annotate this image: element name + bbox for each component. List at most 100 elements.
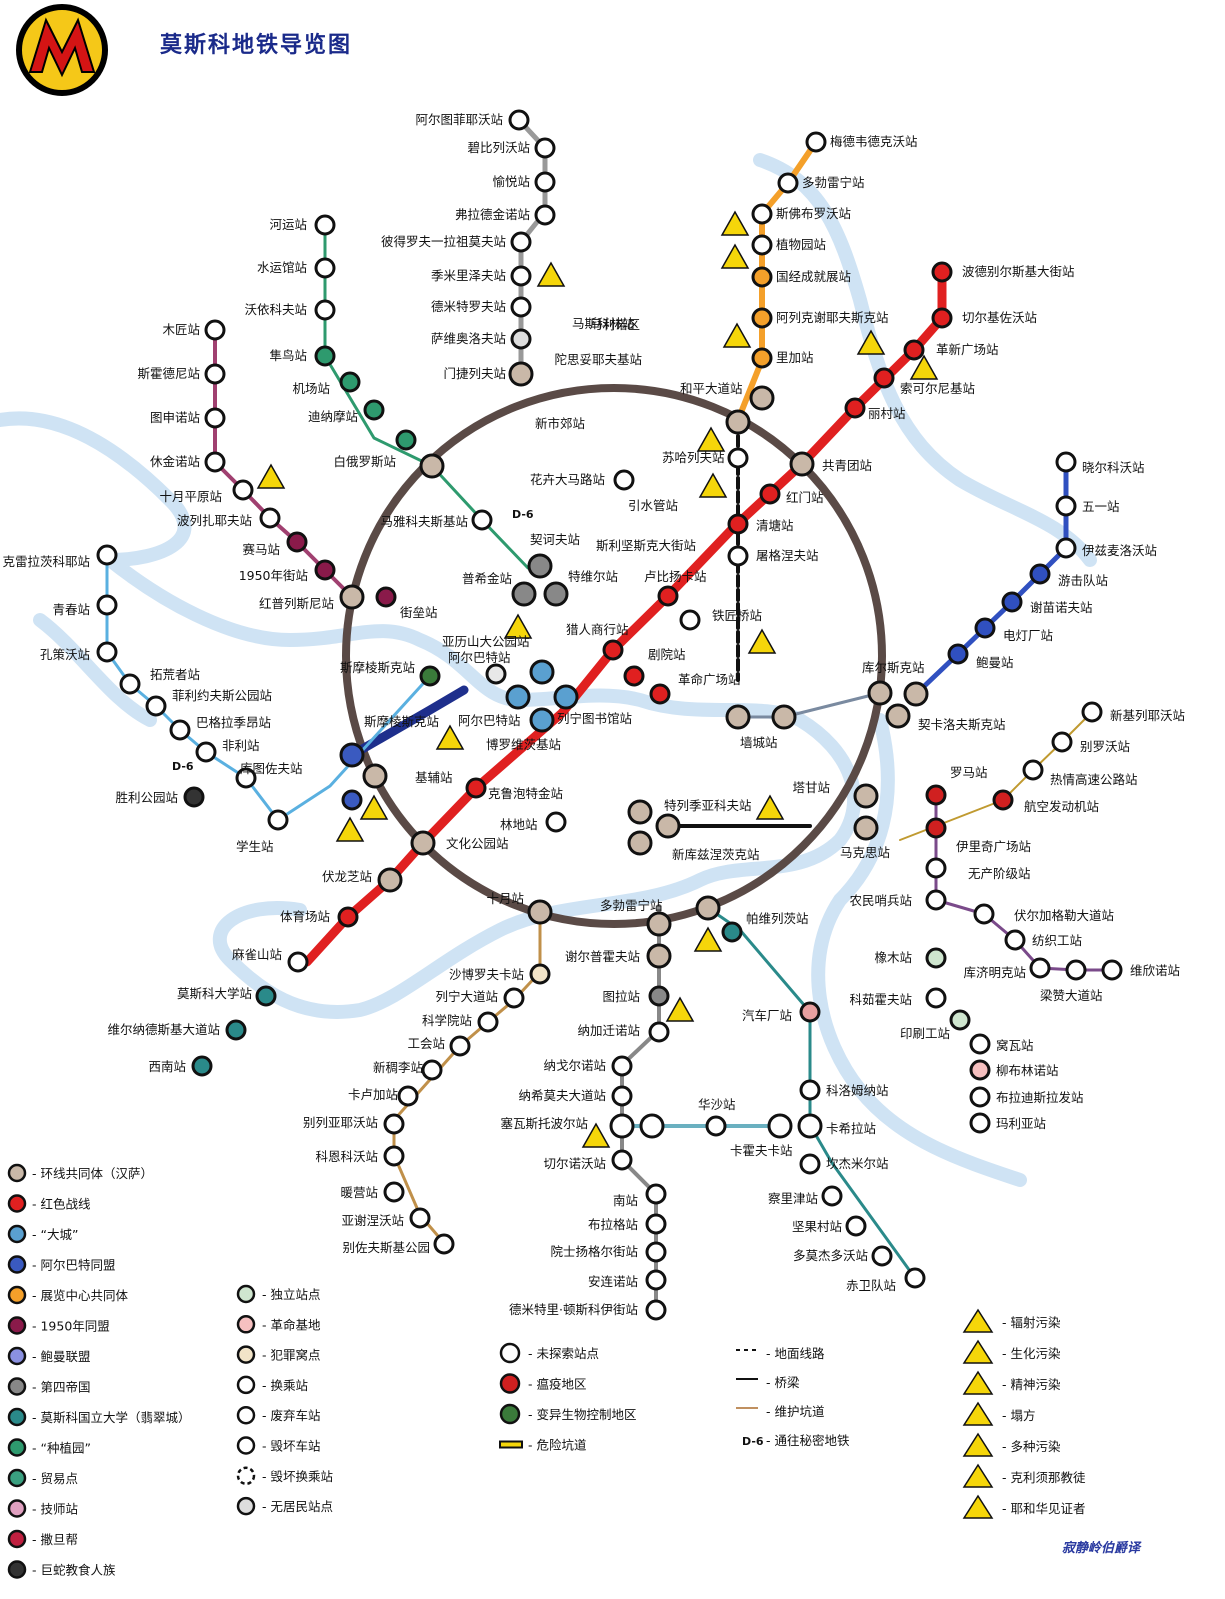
station-node[interactable] [191,1055,213,1077]
station-node[interactable] [232,479,254,501]
station-node[interactable] [873,367,895,389]
station-node[interactable] [183,786,205,808]
station-node[interactable] [1001,591,1023,613]
station-node[interactable] [646,911,672,937]
station-node[interactable] [751,234,773,256]
station-node[interactable] [925,889,947,911]
station-node[interactable] [925,987,947,1009]
station-node[interactable] [510,296,532,318]
station-node[interactable] [627,830,653,856]
station-node[interactable] [648,985,670,1007]
station-node[interactable] [433,1233,455,1255]
station-node[interactable] [925,947,947,969]
station-node[interactable] [992,789,1014,811]
station-node[interactable] [789,451,815,477]
station-node[interactable] [395,429,417,451]
station-node[interactable] [337,906,359,928]
station-node[interactable] [534,171,556,193]
station-node[interactable] [314,214,336,236]
station-node[interactable] [510,265,532,287]
station-node[interactable] [397,1085,419,1107]
station-node[interactable] [853,783,879,809]
station-node[interactable] [645,1183,667,1205]
station-node[interactable] [799,1001,821,1023]
station-node[interactable] [853,815,879,841]
station-node[interactable] [645,1269,667,1291]
station-node[interactable] [119,673,141,695]
station-node[interactable] [751,347,773,369]
station-node[interactable] [1065,959,1087,981]
station-node[interactable] [225,1019,247,1041]
station-node[interactable] [949,1009,971,1031]
station-node[interactable] [96,544,118,566]
station-node[interactable] [799,1153,821,1175]
station-node[interactable] [797,1113,823,1139]
station-node[interactable] [725,704,751,730]
station-node[interactable] [611,1085,633,1107]
station-node[interactable] [646,943,672,969]
station-node[interactable] [511,581,537,607]
station-node[interactable] [727,513,749,535]
station-node[interactable] [645,1241,667,1263]
station-node[interactable] [931,307,953,329]
station-node[interactable] [655,813,681,839]
station-node[interactable] [510,231,532,253]
station-node[interactable] [1055,537,1077,559]
station-node[interactable] [903,339,925,361]
station-node[interactable] [727,447,749,469]
station-node[interactable] [375,586,397,608]
station-node[interactable] [844,397,866,419]
station-node[interactable] [477,1011,499,1033]
station-node[interactable] [419,453,445,479]
station-node[interactable] [339,742,365,768]
station-node[interactable] [410,830,436,856]
station-node[interactable] [383,1145,405,1167]
station-node[interactable] [314,345,336,367]
station-node[interactable] [465,777,487,799]
station-node[interactable] [613,469,635,491]
station-node[interactable] [1055,451,1077,473]
station-node[interactable] [363,399,385,421]
station-node[interactable] [767,1113,793,1139]
station-node[interactable] [409,1207,431,1229]
station-node[interactable] [543,581,569,607]
station-node[interactable] [259,507,281,529]
station-node[interactable] [1051,731,1073,753]
station-node[interactable] [749,385,775,411]
station-node[interactable] [204,451,226,473]
station-node[interactable] [974,617,996,639]
station-node[interactable] [195,741,217,763]
station-node[interactable] [287,951,309,973]
station-node[interactable] [267,809,289,831]
station-node[interactable] [508,109,530,131]
station-node[interactable] [377,867,403,893]
station-node[interactable] [527,899,553,925]
station-node[interactable] [627,799,653,825]
station-node[interactable] [931,261,953,283]
station-node[interactable] [314,257,336,279]
station-node[interactable] [471,509,493,531]
station-node[interactable] [867,680,893,706]
station-node[interactable] [419,665,441,687]
station-node[interactable] [529,963,551,985]
station-node[interactable] [751,203,773,225]
station-node[interactable] [639,1113,665,1139]
station-node[interactable] [751,307,773,329]
station-node[interactable] [169,719,191,741]
station-node[interactable] [759,483,781,505]
station-node[interactable] [449,1035,471,1057]
station-node[interactable] [1029,957,1051,979]
station-node[interactable] [96,641,118,663]
station-node[interactable] [885,703,911,729]
station-node[interactable] [904,1267,926,1289]
station-node[interactable] [969,1033,991,1055]
station-node[interactable] [204,407,226,429]
station-node[interactable] [204,319,226,341]
station-node[interactable] [925,817,947,839]
station-node[interactable] [645,1213,667,1235]
station-node[interactable] [679,609,701,631]
station-node[interactable] [235,767,257,789]
station-node[interactable] [1055,495,1077,517]
station-node[interactable] [255,985,277,1007]
station-node[interactable] [649,683,671,705]
